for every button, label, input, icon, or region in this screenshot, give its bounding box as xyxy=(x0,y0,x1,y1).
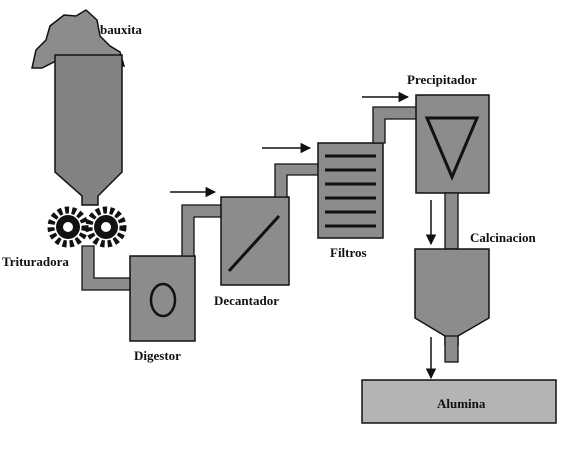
alumina-tank xyxy=(361,379,557,424)
digestor-vessel xyxy=(129,255,196,342)
bauxita-label: bauxita xyxy=(100,22,142,37)
filtros-plates xyxy=(325,154,376,228)
hopper xyxy=(54,54,123,206)
trituradora-label: Trituradora xyxy=(2,254,69,269)
pipe-decantador-filtros xyxy=(274,163,320,198)
pipe-filtros-precipitador xyxy=(372,106,418,144)
digestor-agitator-icon xyxy=(149,282,177,318)
alumina-label: Alumina xyxy=(437,396,486,411)
pipe-calcinacion-alumina xyxy=(444,335,459,363)
precipitador-cone-icon xyxy=(424,116,480,181)
right-gear-icon xyxy=(85,206,127,248)
left-gear-icon xyxy=(47,206,89,248)
decantador-plate-icon xyxy=(227,214,281,273)
pipe-crusher-digestor xyxy=(81,245,133,291)
precipitador-label: Precipitador xyxy=(407,72,477,87)
calcinacion-kiln xyxy=(414,248,490,346)
pipe-digestor-decantador xyxy=(181,204,223,257)
crusher-gears xyxy=(47,206,127,248)
filtros-label: Filtros xyxy=(330,245,367,260)
filtros-unit xyxy=(317,142,384,239)
digestor-label: Digestor xyxy=(134,348,181,363)
calcinacion-label: Calcinacion xyxy=(470,230,536,245)
pipe-precipitador-calcinacion xyxy=(444,192,459,250)
decantador-label: Decantador xyxy=(214,293,279,308)
